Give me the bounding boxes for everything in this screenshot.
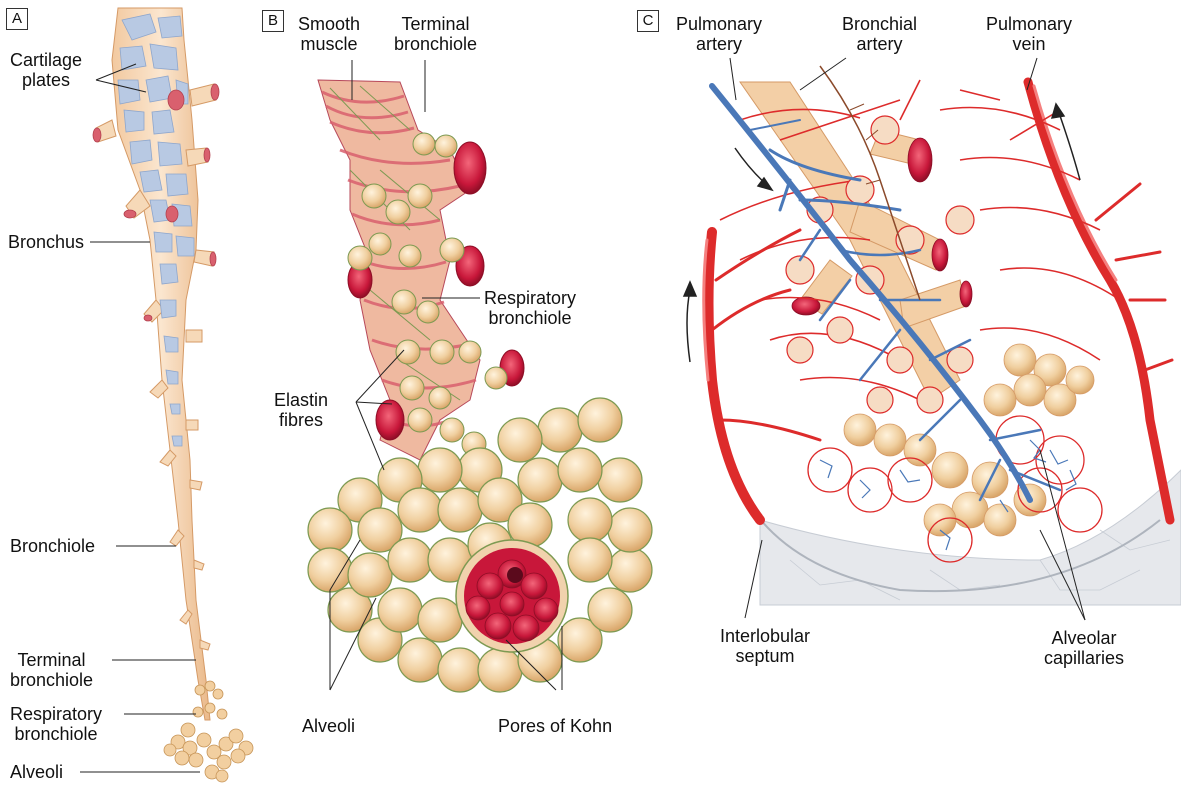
label-b-alveoli: Alveoli: [302, 716, 355, 736]
label-a-terminal-bronchiole: Terminal bronchiole: [10, 650, 93, 690]
label-smooth-muscle: Smooth muscle: [298, 14, 360, 54]
panel-b-letter: B: [262, 10, 284, 32]
panel-c-letter: C: [637, 10, 659, 32]
label-interlobular-septum: Interlobular septum: [720, 626, 810, 666]
label-a-alveoli: Alveoli: [10, 762, 63, 782]
label-b-respiratory-bronchiole: Respiratory bronchiole: [484, 288, 576, 328]
label-pulmonary-vein: Pulmonary vein: [986, 14, 1072, 54]
label-bronchiole: Bronchiole: [10, 536, 95, 556]
label-bronchus: Bronchus: [8, 232, 84, 252]
label-a-respiratory-bronchiole: Respiratory bronchiole: [10, 704, 102, 744]
panel-b-terminal-bronchiole: [318, 80, 480, 460]
label-pulmonary-artery: Pulmonary artery: [676, 14, 762, 54]
label-pores-of-kohn: Pores of Kohn: [498, 716, 612, 736]
label-cartilage-plates: Cartilage plates: [10, 50, 82, 90]
panel-c-pulmonary-vasculature: [684, 66, 1181, 605]
label-bronchial-artery: Bronchial artery: [842, 14, 917, 54]
label-b-terminal-bronchiole: Terminal bronchiole: [394, 14, 477, 54]
panel-b-bronchiole-alveoli: [308, 80, 652, 692]
panel-a-airway-tree: [93, 8, 253, 782]
label-alveolar-capillaries: Alveolar capillaries: [1044, 628, 1124, 668]
panel-a-letter: A: [6, 8, 28, 30]
label-elastin-fibres: Elastin fibres: [274, 390, 328, 430]
panel-b-pores-of-kohn-sac: [456, 540, 568, 652]
